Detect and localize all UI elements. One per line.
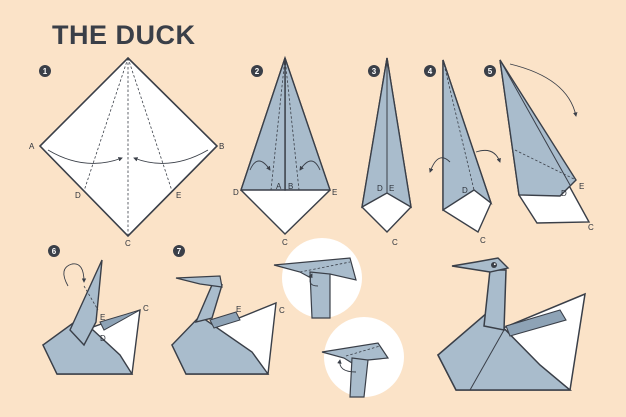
point-label-c: C <box>279 306 285 315</box>
fold-line <box>299 261 351 273</box>
body-crease <box>469 329 505 391</box>
paper-flap-right <box>284 57 331 191</box>
step-1: 1 A B C D E <box>29 56 224 248</box>
fold-arrow-icon <box>475 149 501 163</box>
step-number-badge <box>368 65 380 77</box>
step-number-badge <box>39 65 51 77</box>
duck-body-blue <box>171 315 270 375</box>
step-3: 3 D E C <box>361 57 412 247</box>
point-label-c: C <box>588 223 594 232</box>
fold-arrow-icon <box>337 359 357 373</box>
duck-head <box>175 275 223 288</box>
point-label-d: D <box>377 184 383 193</box>
duck-wing-flap <box>505 309 567 337</box>
fold-edge <box>499 59 571 186</box>
page-title: THE DUCK <box>52 20 196 50</box>
step-7: 7 E C <box>171 245 285 375</box>
fold-arrow-icon <box>299 160 321 171</box>
step-number: 3 <box>372 67 377 76</box>
point-label-e: E <box>579 182 584 191</box>
paper-flap-left <box>240 57 286 191</box>
step-number: 1 <box>43 67 48 76</box>
fold-arrow-icon <box>429 157 451 173</box>
duck-neck <box>69 259 103 347</box>
duck-flap <box>99 309 141 331</box>
fold-line <box>345 345 381 357</box>
fold-line <box>83 285 99 311</box>
point-label-d: D <box>561 189 567 198</box>
step-number-badge <box>173 245 185 257</box>
point-label-d: D <box>462 186 468 195</box>
head-detail-bottom <box>321 317 404 398</box>
step-number-badge <box>48 245 60 257</box>
fold-lines <box>83 57 173 236</box>
point-label-e: E <box>332 188 337 197</box>
point-label-d: D <box>100 334 106 343</box>
fold-arrow-icon <box>47 149 123 164</box>
fold-arrow-icon <box>249 160 271 171</box>
point-label-b: B <box>288 182 293 191</box>
fold-arrow-icon <box>63 263 87 287</box>
step-4: 4 D C <box>424 59 501 245</box>
point-label-e: E <box>100 313 105 322</box>
step-6: 6 E D C <box>42 245 149 375</box>
step-number-badge <box>484 65 496 77</box>
step-number-badge <box>251 65 263 77</box>
point-label-e: E <box>236 305 241 314</box>
duck-body-blue <box>437 310 573 391</box>
point-label-c: C <box>143 304 149 313</box>
point-label-e: E <box>389 184 394 193</box>
point-label-a: A <box>29 142 35 151</box>
point-label-b: B <box>219 142 224 151</box>
duck-flap <box>209 311 241 329</box>
duck-eye-icon <box>491 262 497 268</box>
point-label-d: D <box>233 188 239 197</box>
fold-arrow-icon <box>308 273 319 287</box>
duck-neck <box>483 269 507 331</box>
fold-arrow-icon <box>133 149 209 164</box>
paper-square <box>38 56 219 238</box>
step-number: 4 <box>428 67 433 76</box>
step-number: 6 <box>52 247 57 256</box>
point-label-a: A <box>276 182 282 191</box>
point-label-d: D <box>75 191 81 200</box>
step-number: 2 <box>255 67 260 76</box>
step-5: 5 D E C <box>484 59 594 232</box>
fold-line <box>514 149 577 181</box>
point-label-c: C <box>282 238 288 247</box>
point-label-e: E <box>176 191 181 200</box>
duck-neck <box>194 284 223 324</box>
fold-arrow-icon <box>509 63 578 117</box>
point-label-c: C <box>392 238 398 247</box>
step-2: 2 A B C D E <box>233 55 337 247</box>
final-duck <box>436 257 586 391</box>
duck-neck-fold <box>349 357 369 398</box>
duck-head <box>451 257 510 273</box>
point-label-c: C <box>480 236 486 245</box>
duck-neck-fold <box>309 271 331 319</box>
step-number-badge <box>424 65 436 77</box>
point-label-c: C <box>125 239 131 248</box>
duck-eye-highlight <box>493 263 496 266</box>
paper-blue-half <box>442 59 493 212</box>
step-number: 5 <box>488 67 493 76</box>
head-detail-top <box>273 238 362 319</box>
step-number: 7 <box>177 247 182 256</box>
